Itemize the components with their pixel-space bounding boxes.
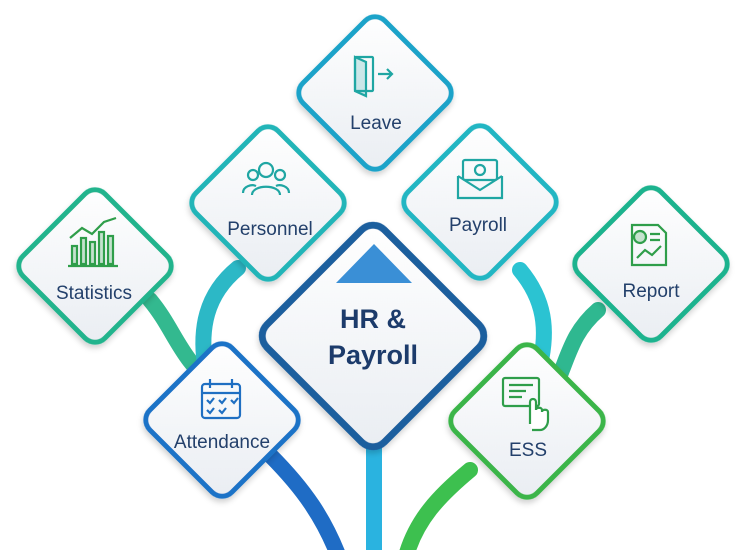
module-payroll[interactable]: Payroll [398, 120, 562, 284]
center-title-line1: HR & [340, 304, 406, 334]
module-label-statistics: Statistics [56, 283, 132, 304]
module-ess[interactable]: ESS [445, 339, 609, 503]
door-exit-icon [353, 55, 394, 98]
report-document-icon [630, 223, 668, 267]
module-report[interactable]: Report [569, 182, 733, 346]
center-accent-triangle [336, 244, 412, 283]
module-statistics[interactable]: Statistics [13, 184, 177, 348]
connector-ess [399, 462, 478, 550]
module-attendance[interactable]: Attendance [140, 338, 304, 502]
connector-report [552, 302, 606, 383]
module-label-report: Report [622, 281, 680, 302]
touch-screen-icon [501, 376, 550, 432]
calendar-icon [200, 379, 242, 420]
module-label-personnel: Personnel [227, 219, 313, 240]
connector-attendance [262, 447, 345, 550]
bar-chart-icon [68, 216, 118, 268]
center-title-line2: Payroll [328, 340, 418, 370]
module-label-ess: ESS [509, 440, 547, 461]
module-personnel[interactable]: Personnel [186, 121, 350, 285]
money-envelope-icon [456, 158, 504, 200]
module-label-leave: Leave [350, 113, 402, 134]
center-hub[interactable]: HR & Payroll [256, 219, 491, 454]
module-leave[interactable]: Leave [293, 11, 457, 175]
module-label-payroll: Payroll [449, 215, 507, 236]
people-group-icon [241, 161, 291, 196]
module-label-attendance: Attendance [174, 432, 270, 453]
